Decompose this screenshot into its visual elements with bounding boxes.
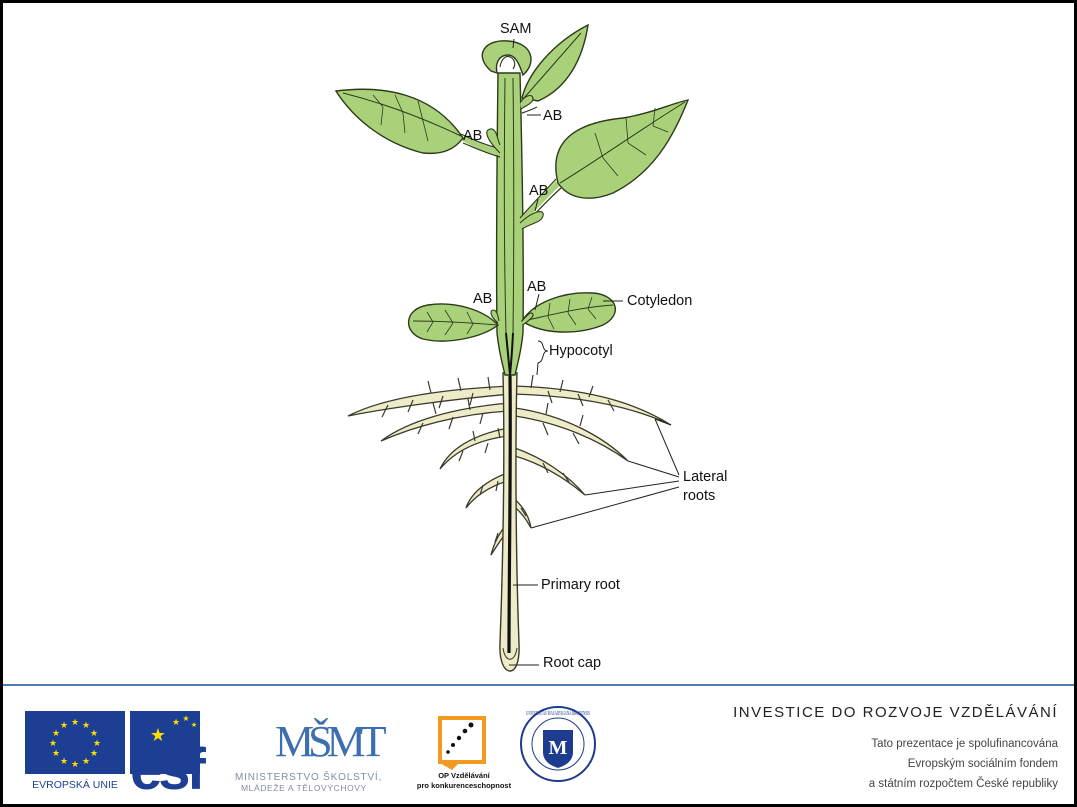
label-ab-upper-left: AB (463, 128, 482, 144)
svg-text:★: ★ (52, 749, 60, 759)
slide: SAM AB AB AB AB AB Cotyledon Hypocotyl L… (3, 3, 1074, 804)
eu-label: EVROPSKÁ UNIE (32, 778, 118, 791)
eu-logo: ★★★ ★★★ ★★★ ★★★ EVROPSKÁ UNIE (25, 711, 125, 791)
funding-text-line3: a státním rozpočtem České republiky (869, 778, 1058, 790)
label-ab-top-right: AB (543, 108, 562, 124)
esf-logo: ★ ★ ★ ★ esf (130, 711, 226, 791)
svg-text:★: ★ (82, 721, 90, 731)
op-line2: pro konkurenceschopnost (417, 781, 512, 790)
label-ab-cotyledon-right: AB (527, 279, 546, 295)
svg-text:★: ★ (71, 718, 79, 728)
svg-text:★: ★ (172, 718, 180, 728)
label-ab-cotyledon-left: AB (473, 291, 492, 307)
svg-text:★: ★ (82, 757, 90, 767)
msmt-line2: MLÁDEŽE A TĚLOVÝCHOVY (241, 783, 367, 793)
label-hypocotyl: Hypocotyl (549, 343, 613, 359)
funding-text-line2: Evropským sociálním fondem (908, 758, 1058, 770)
svg-text:★: ★ (49, 739, 57, 749)
invest-title: INVESTICE DO ROZVOJE VZDĚLÁVÁNÍ (733, 704, 1058, 721)
plant-diagram: SAM AB AB AB AB AB Cotyledon Hypocotyl L… (3, 3, 1074, 687)
svg-text:★: ★ (191, 721, 197, 729)
svg-text:★: ★ (93, 739, 101, 749)
muni-seal: M UNIVERSITAS MASARYKIANA BRUNENSIS (518, 704, 598, 784)
label-root-cap: Root cap (543, 655, 601, 671)
label-lateral-roots-line2: roots (683, 488, 715, 504)
svg-text:★: ★ (90, 729, 98, 739)
msmt-logo: MŠMT MINISTERSTVO ŠKOLSTVÍ, MLÁDEŽE A TĚ… (233, 704, 413, 794)
svg-text:★: ★ (60, 757, 68, 767)
svg-text:M: M (549, 737, 568, 759)
label-sam: SAM (500, 21, 531, 37)
msmt-line1: MINISTERSTVO ŠKOLSTVÍ, (235, 770, 382, 783)
svg-text:★: ★ (60, 721, 68, 731)
op-logo: OP Vzdělávání pro konkurenceschopnost (408, 714, 520, 792)
svg-text:★: ★ (71, 760, 79, 770)
msmt-mark: MŠMT (275, 717, 387, 766)
label-ab-right: AB (529, 183, 548, 199)
esf-text: esf (130, 737, 207, 791)
svg-text:★: ★ (52, 729, 60, 739)
svg-text:★: ★ (182, 714, 189, 723)
label-primary-root: Primary root (541, 577, 620, 593)
op-line1: OP Vzdělávání (438, 771, 490, 780)
muni-text: UNIVERSITAS MASARYKIANA BRUNENSIS (526, 710, 590, 717)
label-cotyledon: Cotyledon (627, 293, 692, 309)
svg-text:★: ★ (90, 749, 98, 759)
primary-root (500, 373, 519, 671)
label-lateral-roots-line1: Lateral (683, 469, 727, 485)
footer: ★★★ ★★★ ★★★ ★★★ EVROPSKÁ UNIE ★ ★ ★ ★ es… (3, 686, 1074, 804)
funding-text-line1: Tato prezentace je spolufinancována (871, 738, 1058, 750)
